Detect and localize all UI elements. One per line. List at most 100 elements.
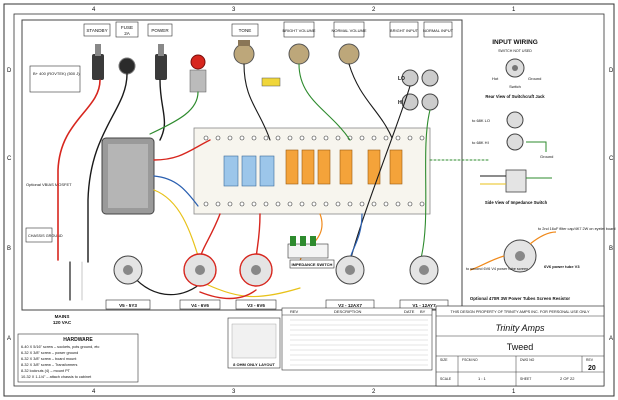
impedance-switch-body bbox=[287, 243, 329, 259]
v5-label: V5 - 5Y3 bbox=[119, 303, 137, 308]
hardware-line: 8-32 locknuts (4) – mount PT bbox=[21, 369, 71, 373]
ground-wire bbox=[526, 141, 547, 152]
tone-label: TONE bbox=[239, 28, 252, 33]
col-mark: 4 bbox=[92, 7, 96, 13]
rear-view-label: Rear View of Switchcraft Jack bbox=[485, 94, 545, 99]
v5-label-box bbox=[105, 299, 151, 310]
hardware-line: 8-32 X 3/8" screw – Transformers bbox=[21, 363, 78, 367]
chassis-ground-label: CHASSIS GROUND bbox=[28, 234, 63, 238]
size-label: SIZE bbox=[440, 358, 448, 362]
normal-input-label-box bbox=[423, 21, 453, 38]
drawing-title: Tweed bbox=[507, 342, 534, 352]
bright-input-label-box bbox=[389, 21, 419, 38]
tone-pot-shaft bbox=[238, 40, 250, 46]
revision-table bbox=[281, 307, 433, 371]
mains-voltage: 120 VAC bbox=[53, 320, 72, 325]
col-mark: 1 bbox=[512, 7, 516, 13]
jack-center bbox=[512, 65, 518, 71]
standby-label-box bbox=[83, 23, 111, 37]
v6-detail-center bbox=[515, 251, 525, 261]
impedance-switch-label: IMPEDANCE SWITCH bbox=[292, 262, 333, 267]
scale-label: SCALE bbox=[440, 377, 452, 381]
input-jack bbox=[421, 93, 439, 111]
b-plus-note-text: B+ 400 (ROVTEK) (500 J) bbox=[33, 71, 80, 76]
revision-rows bbox=[290, 319, 428, 366]
input-jack bbox=[421, 69, 439, 87]
v2-label: V2 - 12AX7 bbox=[338, 303, 362, 308]
bright-volume-label-box bbox=[283, 21, 315, 38]
coupling-cap bbox=[285, 149, 299, 185]
bright-volume-pot bbox=[288, 43, 310, 65]
coupling-cap bbox=[317, 149, 331, 185]
tone-label-box bbox=[231, 23, 259, 37]
rev-header-description: DESCRIPTION bbox=[334, 309, 361, 314]
ohm-only-label: 8 OHM ONLY LAYOUT bbox=[233, 362, 275, 367]
v4-socket-center bbox=[195, 265, 205, 275]
jack-hi-detail bbox=[506, 133, 524, 151]
input-wiring-title: INPUT WIRING bbox=[492, 39, 538, 46]
ground-label-2: Ground bbox=[540, 154, 553, 159]
coupling-cap bbox=[339, 149, 353, 185]
standby-switch-toggle bbox=[95, 44, 101, 56]
row-mark: B bbox=[609, 246, 613, 252]
optional-vbias: Optional VBIAS MOSFET bbox=[26, 182, 72, 187]
ohm-layout-detail bbox=[231, 323, 277, 359]
row-mark: D bbox=[609, 68, 614, 74]
power-label-box bbox=[147, 23, 173, 37]
rev-header-date: DATE bbox=[404, 309, 415, 314]
pilot-light bbox=[190, 54, 206, 70]
col-mark: 1 bbox=[512, 389, 516, 395]
chassis-outline bbox=[21, 19, 463, 311]
normal-input-label: NORMAL INPUT bbox=[423, 28, 454, 33]
coupling-cap bbox=[301, 149, 315, 185]
standby-label: STANDBY bbox=[86, 28, 107, 33]
fuse-label: FUSE bbox=[121, 25, 133, 30]
power-switch bbox=[155, 54, 167, 80]
v4-label-box bbox=[179, 299, 221, 310]
coupling-cap bbox=[367, 149, 381, 185]
inner-frame bbox=[13, 13, 605, 387]
bright-volume-label: BRIGHT VOLUME bbox=[282, 28, 315, 33]
v4-label: V4 - 6V6 bbox=[191, 303, 209, 308]
impedance-switch-lug bbox=[300, 236, 306, 246]
col-mark: 2 bbox=[372, 7, 376, 13]
v6-power-tube-label: 6V6 power tube V3 bbox=[544, 264, 580, 269]
jack-switch-label: Switch bbox=[509, 84, 521, 89]
jack-lo-label: LO bbox=[398, 76, 405, 82]
switch-not-used: SWITCH NOT USED bbox=[498, 49, 532, 53]
normal-volume-pot bbox=[338, 43, 360, 65]
normal-volume-label-box bbox=[333, 21, 365, 38]
fuse-label-box bbox=[115, 21, 139, 38]
power-transformer-core bbox=[108, 144, 148, 208]
col-mark: 3 bbox=[232, 389, 236, 395]
pilot-light-body bbox=[189, 69, 207, 93]
impedance-switch-lug bbox=[290, 236, 296, 246]
row-mark: C bbox=[7, 156, 12, 162]
fuse-rating: 2A bbox=[124, 31, 131, 36]
power-switch-toggle bbox=[158, 44, 164, 56]
hardware-box bbox=[17, 333, 139, 383]
screen-resistor-wire bbox=[469, 255, 505, 271]
jack-lo-detail bbox=[506, 111, 524, 129]
v1-socket-center bbox=[419, 265, 429, 275]
v3-label: V3 - 6V6 bbox=[247, 303, 265, 308]
coupling-cap bbox=[389, 149, 403, 185]
screen-resistor-wire bbox=[529, 231, 557, 245]
tone-pot bbox=[233, 43, 255, 65]
rev-header-by: BY bbox=[420, 309, 426, 314]
fscm-label: FSCM NO bbox=[462, 358, 478, 362]
v3-label-box bbox=[235, 299, 277, 310]
row-mark: D bbox=[7, 68, 12, 74]
jack-hot-label: Hot bbox=[492, 76, 499, 81]
bright-input-label: BRIGHT INPUT bbox=[390, 28, 419, 33]
b-plus-note bbox=[29, 65, 81, 93]
normal-volume-label: NORMAL VOLUME bbox=[332, 28, 367, 33]
sheet-value: 2 OF 22 bbox=[560, 376, 575, 381]
rev-value: 20 bbox=[588, 365, 596, 372]
chassis-ground-box bbox=[25, 227, 53, 243]
to-cap-label: to 2nd 16uF filter cap/4K7 2W on eyelet … bbox=[538, 227, 615, 231]
v3-socket-center bbox=[251, 265, 261, 275]
eyelet-row-bottom bbox=[203, 201, 425, 207]
v2-socket-center bbox=[345, 265, 355, 275]
